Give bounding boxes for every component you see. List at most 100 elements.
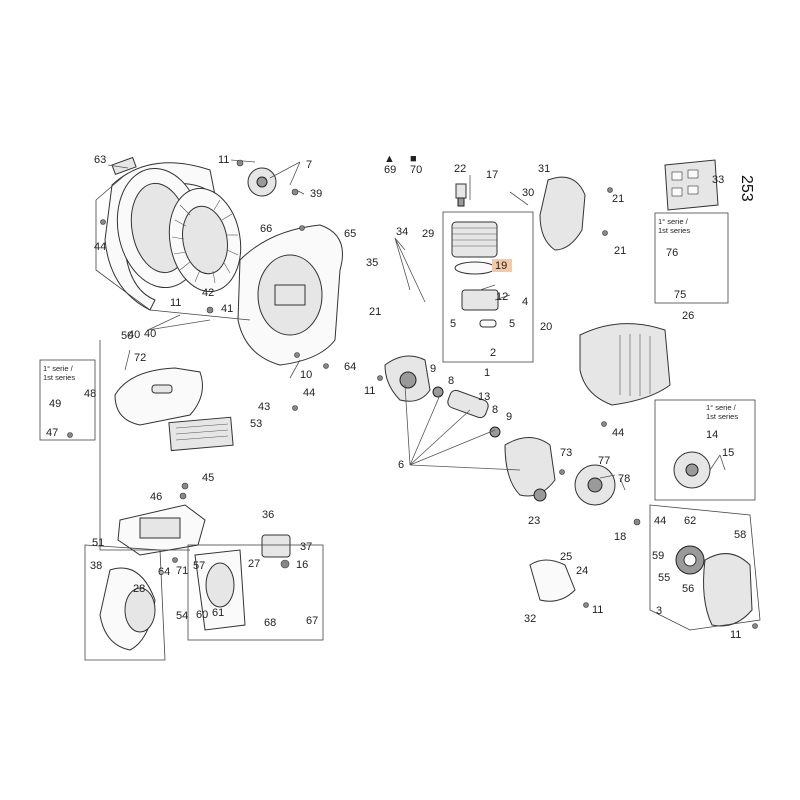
callout: 64 bbox=[158, 566, 170, 578]
callout: 22 bbox=[454, 163, 466, 175]
callout: 71 bbox=[176, 565, 188, 577]
callout: 17 bbox=[486, 169, 498, 181]
callout: 59 bbox=[652, 550, 664, 562]
callout-labels: 63 11 7 39 44 66 65 42 11 41 40 40 34 29… bbox=[46, 154, 746, 641]
throttle-bracket bbox=[194, 549, 246, 631]
callout: 9 bbox=[430, 363, 436, 375]
callout: 64 bbox=[344, 361, 356, 373]
square-marker: ■ bbox=[410, 153, 417, 165]
impeller bbox=[168, 187, 242, 293]
piston bbox=[461, 289, 499, 328]
carburettor bbox=[261, 534, 291, 558]
callout: 8 bbox=[448, 375, 454, 387]
callout: 5 bbox=[509, 318, 515, 330]
callout: 56 bbox=[682, 583, 694, 595]
callout: 45 bbox=[202, 472, 214, 484]
callout: 55 bbox=[658, 572, 670, 584]
callout: 30 bbox=[522, 187, 534, 199]
callout: 41 bbox=[221, 303, 233, 315]
callout: 31 bbox=[538, 163, 550, 175]
callout: 67 bbox=[306, 615, 318, 627]
callout: 77 bbox=[598, 455, 610, 467]
callout: 24 bbox=[576, 565, 588, 577]
callout: 54 bbox=[176, 610, 188, 622]
callout: 57 bbox=[193, 560, 205, 572]
callout: 51 bbox=[92, 537, 104, 549]
clutch-assembly bbox=[673, 451, 711, 489]
callout: 3 bbox=[656, 605, 662, 617]
callout: 72 bbox=[134, 352, 146, 364]
callout: 34 bbox=[396, 226, 408, 238]
callout: 42 bbox=[202, 287, 214, 299]
air-filter bbox=[168, 416, 234, 452]
callout: 10 bbox=[300, 369, 312, 381]
callout: 44 bbox=[94, 241, 106, 253]
series-note-mid-right-a: 1° serie / bbox=[706, 403, 737, 412]
callout: 12 bbox=[496, 291, 508, 303]
ignition-coil bbox=[529, 559, 576, 602]
callout: 70 bbox=[410, 164, 422, 176]
muffler-shield bbox=[664, 159, 719, 211]
callout: 63 bbox=[94, 154, 106, 166]
group-outlines bbox=[39, 174, 761, 661]
callout: 39 bbox=[310, 188, 322, 200]
callout: 44 bbox=[303, 387, 315, 399]
callout: 13 bbox=[478, 391, 490, 403]
callout: 53 bbox=[250, 418, 262, 430]
callout: 5 bbox=[450, 318, 456, 330]
callout: 15 bbox=[722, 447, 734, 459]
callout: 76 bbox=[666, 247, 678, 259]
callout: 11 bbox=[592, 604, 603, 616]
callout: 60 bbox=[196, 609, 208, 621]
callout: 7 bbox=[306, 159, 312, 171]
spark-plug bbox=[455, 183, 467, 207]
callout: 40 bbox=[128, 329, 140, 341]
callout: 50 bbox=[121, 330, 133, 342]
callout: 47 bbox=[46, 427, 58, 439]
callout: 40 bbox=[144, 328, 156, 340]
callout: 44 bbox=[654, 515, 666, 527]
callout: 1 bbox=[484, 367, 490, 379]
callout: 44 bbox=[612, 427, 624, 439]
callout: 65 bbox=[344, 228, 356, 240]
callout: 16 bbox=[296, 559, 308, 571]
callout: 25 bbox=[560, 551, 572, 563]
callout: 62 bbox=[684, 515, 696, 527]
callout: 66 bbox=[260, 223, 272, 235]
callout: 23 bbox=[528, 515, 540, 527]
callout: 9 bbox=[506, 411, 512, 423]
series-note-left-b: 1st series bbox=[43, 373, 75, 382]
engine-shroud bbox=[579, 323, 671, 406]
callout: 32 bbox=[524, 613, 536, 625]
callout: 14 bbox=[706, 429, 718, 441]
callout: 36 bbox=[262, 509, 274, 521]
crankcase-half-left bbox=[384, 355, 431, 402]
callout: 48 bbox=[84, 388, 96, 400]
starter-pulley bbox=[247, 167, 277, 197]
callout: 11 bbox=[364, 385, 375, 397]
callout: 29 bbox=[422, 228, 434, 240]
series-note-top-right-b: 1st series bbox=[658, 226, 690, 235]
muffler bbox=[539, 176, 586, 251]
callout: 73 bbox=[560, 447, 572, 459]
callout: 18 bbox=[614, 531, 626, 543]
callout: 43 bbox=[258, 401, 270, 413]
series-note-left-a: 1° serie / bbox=[43, 364, 74, 373]
callout: 4 bbox=[522, 296, 528, 308]
callout: 8 bbox=[492, 404, 498, 416]
fan-cover bbox=[237, 224, 343, 366]
callout: 21 bbox=[612, 193, 624, 205]
fasteners bbox=[67, 159, 758, 629]
callout: 6 bbox=[398, 459, 404, 471]
callout: 2 bbox=[490, 347, 496, 359]
callout: 38 bbox=[90, 560, 102, 572]
cylinder bbox=[451, 221, 498, 275]
callout: 78 bbox=[618, 473, 630, 485]
callout: 11 bbox=[170, 297, 181, 309]
callout: 21 bbox=[369, 306, 381, 318]
callout: 33 bbox=[712, 174, 724, 186]
crankshaft bbox=[432, 386, 501, 438]
recoil-starter bbox=[675, 545, 753, 627]
